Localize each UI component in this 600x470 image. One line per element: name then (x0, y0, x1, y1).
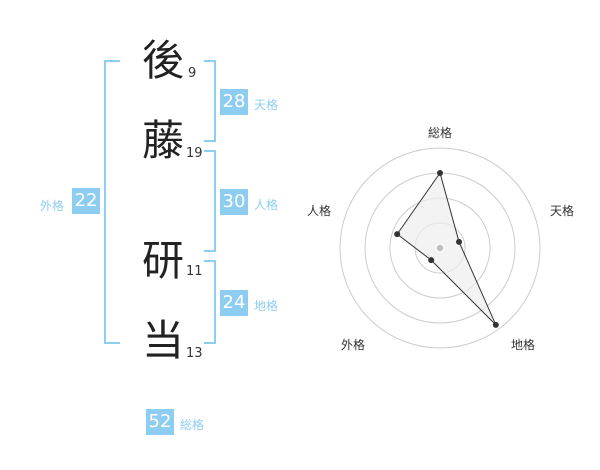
tenkaku-bracket (204, 60, 216, 142)
radar-point-5 (394, 231, 401, 238)
radar-axis-label-jinkaku: 人格 (307, 204, 332, 218)
chikaku-label: 地格 (254, 299, 279, 313)
stroke-count-4: 13 (186, 346, 203, 361)
name-char-3: 研 (142, 236, 185, 285)
radar-point-2 (456, 238, 463, 245)
radar-point-1 (437, 170, 443, 176)
gaikaku-value-badge: 22 (72, 188, 100, 214)
gaikaku-label: 外格 (40, 199, 65, 213)
radar-axis-label-soukaku: 総格 (428, 126, 453, 140)
fortune-radar-chart (339, 147, 541, 349)
radar-point-4 (428, 257, 435, 264)
radar-polygon (396, 171, 497, 326)
jinkaku-bracket (204, 150, 216, 252)
radar-center-dot (437, 245, 443, 251)
radar-axis-label-gaikaku: 外格 (341, 338, 366, 352)
gaikaku-bracket (104, 60, 120, 344)
radar-points (394, 170, 499, 328)
radar-axis-label-chikaku: 地格 (511, 338, 536, 352)
chikaku-value-badge: 24 (220, 290, 248, 316)
name-char-4: 当 (142, 316, 185, 365)
radar-point-3 (492, 321, 499, 328)
stroke-count-3: 11 (186, 264, 203, 279)
stroke-count-2: 19 (186, 146, 203, 161)
jinkaku-label: 人格 (254, 198, 279, 212)
soukaku-label: 総格 (180, 418, 205, 432)
name-char-1: 後 (142, 36, 185, 85)
tenkaku-value-badge: 28 (220, 89, 248, 115)
soukaku-value-badge: 52 (146, 409, 174, 435)
jinkaku-value-badge: 30 (220, 189, 248, 215)
tenkaku-label: 天格 (254, 98, 279, 112)
radar-ring-4 (339, 147, 541, 349)
chikaku-bracket (204, 260, 216, 344)
stroke-count-1: 9 (188, 66, 197, 81)
radar-axis-label-tenkaku: 天格 (550, 204, 575, 218)
name-char-2: 藤 (142, 116, 185, 165)
